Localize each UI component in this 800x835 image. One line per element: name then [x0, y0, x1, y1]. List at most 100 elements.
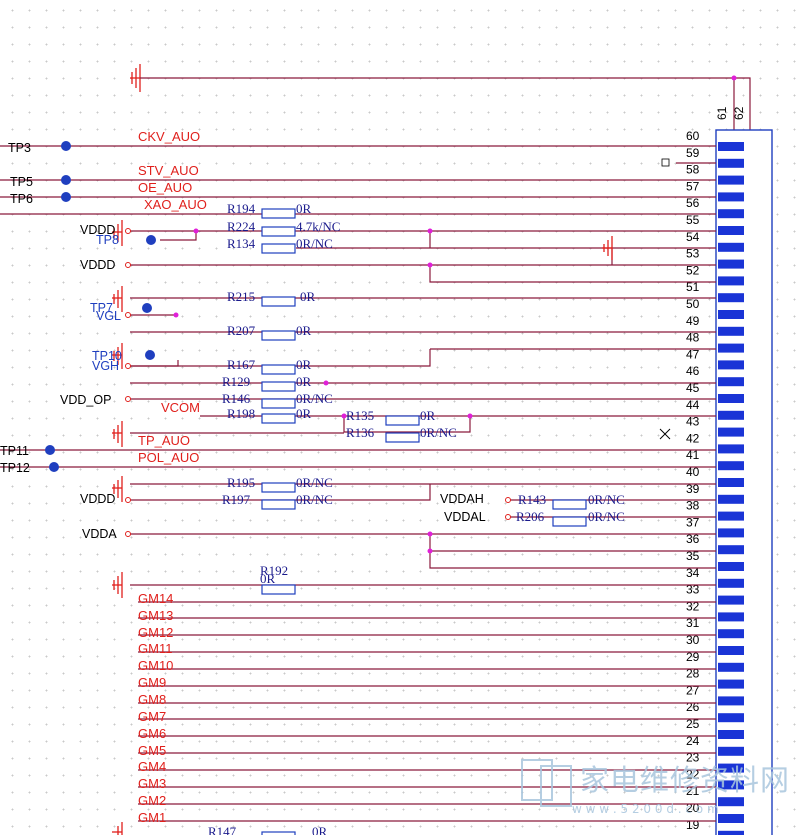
- net-label-tpauo: TP_AUO: [138, 433, 190, 448]
- resistor-r194: R194 0R: [227, 201, 312, 219]
- resistor-body: [552, 499, 587, 510]
- port-label-tp3: TP3: [8, 141, 31, 155]
- net-label-xaoauo: XAO_AUO: [144, 197, 207, 212]
- pin-37-pad: [718, 528, 744, 538]
- resistor-body: [261, 364, 296, 375]
- resistor-ref: R206: [516, 509, 545, 524]
- pin-54-label: 54: [686, 230, 700, 244]
- pin-42-pad: [718, 444, 744, 454]
- pin-59-label: 59: [686, 146, 700, 160]
- watermark: 家电维修资料网 w w w . 5 2 0 0 d . c o m: [521, 759, 789, 816]
- pin-34-pad: [718, 578, 744, 588]
- resistor-value: 0R: [296, 357, 312, 372]
- pin-60-pad: [718, 142, 744, 151]
- resistor-body: [261, 226, 296, 237]
- ground-symbol: [112, 476, 123, 502]
- resistor-ref: R215: [227, 289, 255, 304]
- resistor-body: [261, 381, 296, 392]
- pin-38-label: 38: [686, 499, 700, 513]
- resistor-body: [261, 208, 296, 219]
- resistor-body: [261, 413, 296, 424]
- net-label-gm4: GM4: [138, 759, 166, 774]
- pin-48-pad: [718, 343, 744, 353]
- port-label-tp5: TP5: [10, 175, 33, 189]
- net-label-gm9: GM9: [138, 675, 166, 690]
- net-label-gm10: GM10: [138, 658, 173, 673]
- ground-symbols: [112, 220, 613, 835]
- top-pin-labels: 61 62: [715, 106, 746, 120]
- pin-48-label: 48: [686, 331, 700, 345]
- pin-40-pad: [718, 478, 744, 487]
- resistor-ref: R147: [208, 824, 237, 835]
- pin-50-label: 50: [686, 297, 700, 311]
- resistor-value: 0R: [300, 289, 316, 304]
- pin-27-pad: [718, 696, 744, 706]
- resistor-r197: R197 0R/NC: [222, 492, 333, 510]
- pin-51-pad: [718, 293, 744, 303]
- port-markers: [125, 228, 511, 537]
- pin-33-label: 33: [686, 583, 700, 597]
- pin-25-label: 25: [686, 717, 700, 731]
- resistor-body: [385, 432, 420, 443]
- resistor-ref: R197: [222, 492, 251, 507]
- resistor-ref: R143: [518, 492, 546, 507]
- test-point-tp6: [61, 192, 71, 202]
- net-label-gm14: GM14: [138, 591, 173, 606]
- ground-symbol: [112, 421, 123, 447]
- pin-39-label: 39: [686, 482, 700, 496]
- net-label-gm3: GM3: [138, 776, 166, 791]
- pin-53-label: 53: [686, 247, 700, 261]
- resistor-value: 0R/NC: [296, 492, 333, 507]
- pin-58-pad: [718, 175, 744, 185]
- resistor-ref: R146: [222, 391, 251, 406]
- port-label-tp12: TP12: [0, 461, 30, 475]
- net-label-gm8: GM8: [138, 692, 166, 707]
- pin-37-label: 37: [686, 515, 700, 529]
- resistor-value: 0R: [420, 408, 436, 423]
- pin-32-label: 32: [686, 599, 700, 613]
- pin-30-pad: [718, 646, 744, 655]
- pin-25-pad: [718, 730, 744, 739]
- resistor-value: 4.7k/NC: [296, 219, 340, 234]
- pin-22-pad: [718, 780, 744, 790]
- net-label-oeauo: OE_AUO: [138, 180, 192, 195]
- net-label-vcom: VCOM: [161, 400, 200, 415]
- pin-34-label: 34: [686, 566, 700, 580]
- net-label-polauo: POL_AUO: [138, 450, 199, 465]
- pin-47-label: 47: [686, 347, 700, 361]
- port-label-tp11: TP11: [0, 444, 29, 458]
- pin-60-label: 60: [686, 129, 700, 143]
- resistor-body: [261, 499, 296, 510]
- resistor-value: 0R/NC: [296, 475, 333, 490]
- resistor-body: [261, 482, 296, 493]
- pin-28-pad: [718, 679, 744, 689]
- net-label-ckvauo: CKV_AUO: [138, 129, 200, 144]
- pin-32-pad: [718, 612, 744, 622]
- resistor-value: 0R: [296, 201, 312, 216]
- resistor-ref: R135: [346, 408, 374, 423]
- ground-symbol: [112, 822, 123, 835]
- pin-36-pad: [718, 545, 744, 555]
- pin-31-label: 31: [686, 616, 700, 630]
- ground-symbol: [112, 343, 123, 369]
- port-labels: TP3TP5TP6VDDDTP8VDDDTP7VGLTP10VGHVDD_OPT…: [0, 141, 486, 541]
- pin-19-label: 19: [686, 818, 700, 832]
- net-label-gm6: GM6: [138, 726, 166, 741]
- resistor-body: [261, 831, 296, 835]
- port-label-vddal: VDDAL: [444, 510, 486, 524]
- pin-46-pad: [718, 377, 744, 387]
- pin-39-pad: [718, 494, 744, 504]
- pin-55-label: 55: [686, 213, 700, 227]
- resistor-ref: R194: [227, 201, 256, 216]
- pin-29-pad: [718, 662, 744, 672]
- pin-24-label: 24: [686, 734, 700, 748]
- pin-45-pad: [718, 394, 744, 403]
- pin-53-pad: [718, 259, 744, 269]
